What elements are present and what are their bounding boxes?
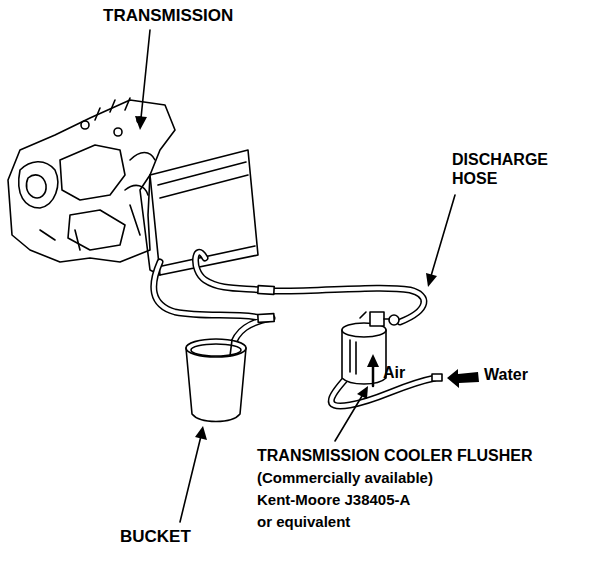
- tool-number: Kent-Moore J38405-A: [257, 491, 410, 509]
- input-label: Air: [383, 363, 405, 382]
- part-label: TRANSMISSION: [103, 6, 233, 26]
- input-label: Water: [484, 365, 528, 384]
- note-text: (Commercially available): [257, 469, 433, 487]
- part-label: TRANSMISSION COOLER FLUSHER: [257, 446, 533, 465]
- part-label: BUCKET: [120, 527, 191, 547]
- part-label: DISCHARGE HOSE: [452, 150, 564, 188]
- note-text: or equivalent: [257, 513, 350, 531]
